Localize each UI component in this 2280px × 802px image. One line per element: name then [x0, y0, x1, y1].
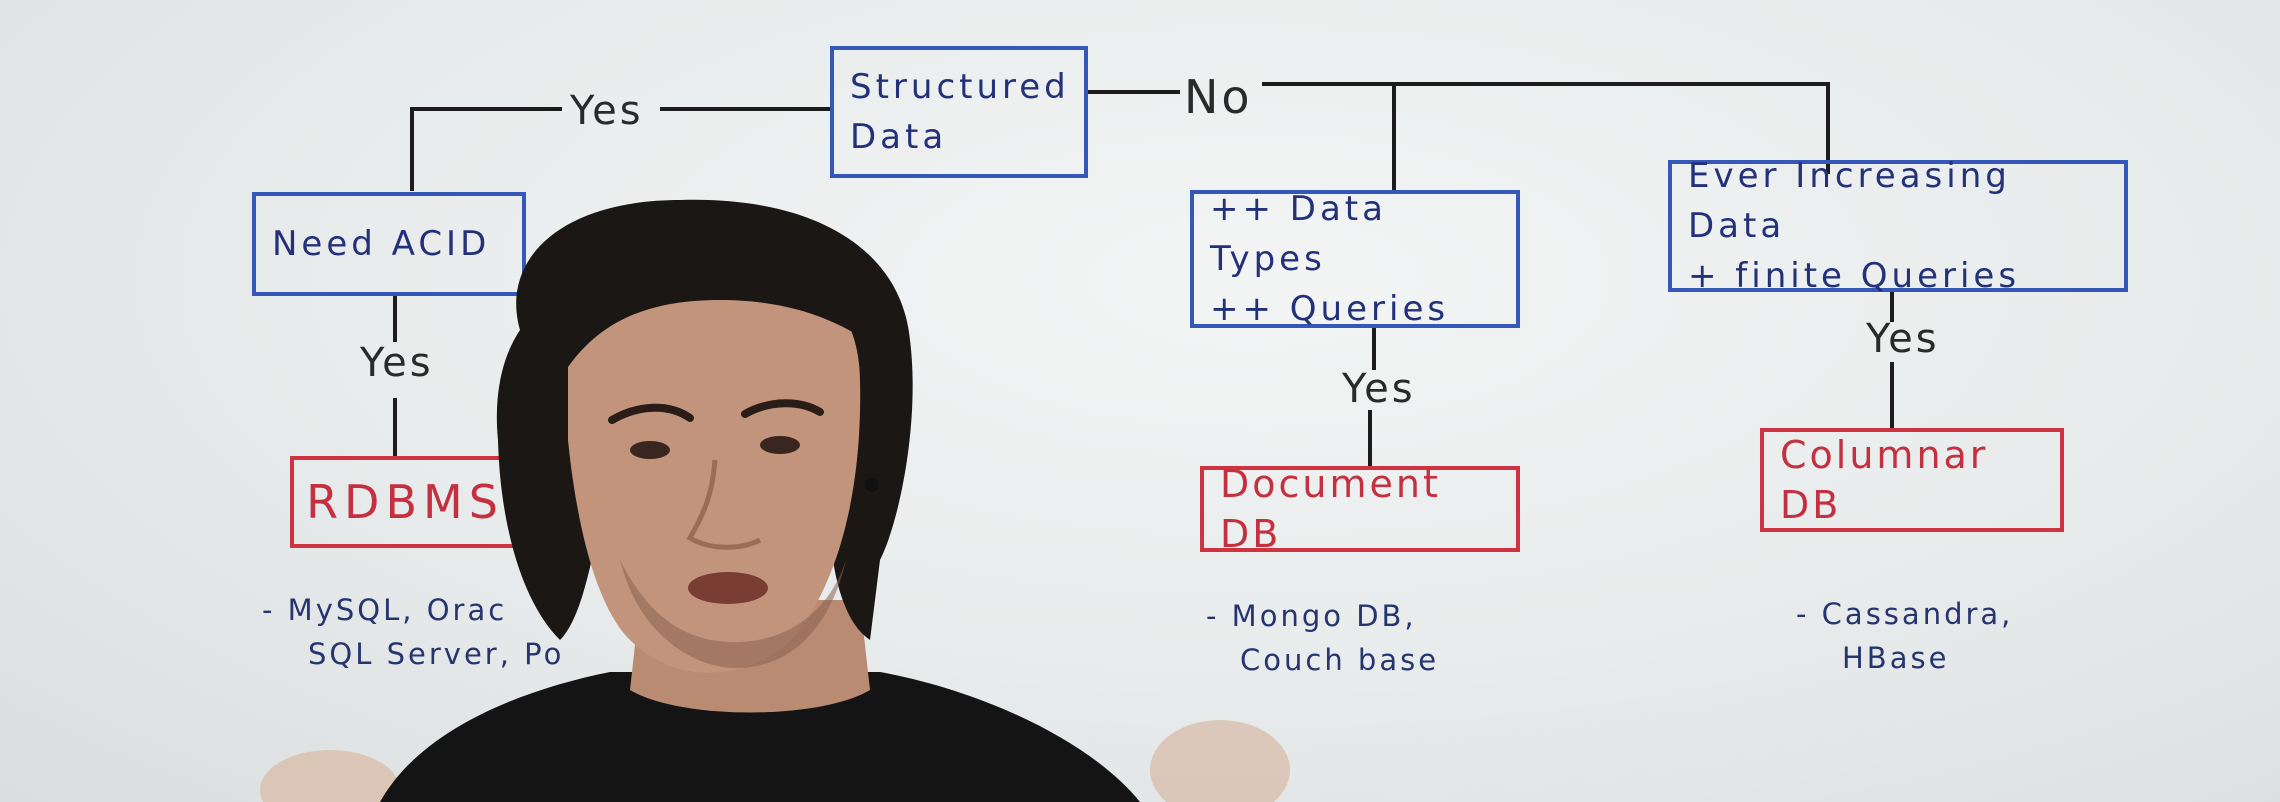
line-yes-left-vertical — [410, 107, 414, 191]
outcome-document-label: Document DB — [1220, 462, 1441, 556]
line-acid-to-rdbms-top — [393, 296, 397, 342]
presenter-nose — [686, 459, 762, 550]
examples-columnar-line2: HBase — [1842, 641, 1950, 675]
question-types-line1: ++ Data Types — [1210, 189, 1387, 279]
examples-rdbms: - MySQL, Orac SQL Server, Po — [262, 588, 564, 676]
line-types-to-document-bottom — [1368, 410, 1372, 466]
presenter-eye-right — [760, 436, 800, 454]
edge-label-yes-acid: Yes — [360, 340, 434, 386]
outcome-box-columnar-db: Columnar DB — [1760, 428, 2064, 532]
examples-document-db: - Mongo DB, Couch base — [1206, 594, 1439, 682]
blurred-hand-left — [260, 750, 400, 802]
presenter-fringe — [560, 240, 880, 370]
presenter-shirt — [380, 672, 1140, 802]
edge-label-yes-left: Yes — [570, 88, 644, 134]
line-acid-to-rdbms-bottom — [393, 398, 397, 456]
outcome-columnar-label: Columnar DB — [1780, 433, 1989, 527]
line-increasing-to-columnar-top — [1890, 290, 1894, 322]
presenter-beard-shadow — [620, 560, 846, 669]
presenter-brow-right — [741, 399, 824, 418]
question-increasing-line1: Ever Increasing Data — [1688, 156, 2011, 246]
question-box-increasing-data: Ever Increasing Data + finite Queries — [1668, 156, 2128, 296]
examples-columnar-line1: - Cassandra, — [1796, 597, 2014, 631]
examples-document-line2: Couch base — [1240, 643, 1440, 677]
presenter-brow-left — [608, 403, 694, 424]
examples-document-line1: - Mongo DB, — [1206, 599, 1417, 633]
line-to-increasing — [1826, 82, 1830, 174]
presenter-earpiece — [865, 478, 879, 492]
edge-label-yes-types: Yes — [1342, 366, 1416, 412]
line-yes-left-horizontal — [412, 107, 562, 111]
line-types-to-document-top — [1372, 326, 1376, 370]
question-box-data-types: ++ Data Types ++ Queries — [1190, 189, 1520, 329]
outcome-box-document-db: Document DB — [1200, 462, 1520, 556]
edge-label-no-right: No — [1184, 70, 1253, 124]
line-yes-left-horizontal-2 — [660, 107, 830, 111]
examples-columnar-db: - Cassandra, HBase — [1796, 592, 2013, 680]
edge-label-yes-increasing: Yes — [1866, 316, 1940, 362]
examples-rdbms-line1: - MySQL, Orac — [262, 593, 508, 627]
blurred-hand-right — [1150, 720, 1290, 802]
line-no-horizontal-2 — [1262, 82, 1830, 86]
line-to-types — [1392, 84, 1396, 192]
examples-rdbms-line2: SQL Server, Po — [308, 637, 565, 671]
question-increasing-line2: + finite Queries — [1688, 256, 2021, 296]
line-no-horizontal-1 — [1088, 90, 1180, 94]
root-question-line2: Data — [850, 117, 948, 157]
presenter-mouth — [688, 572, 768, 604]
root-question-line1: Structured — [850, 67, 1070, 107]
question-box-acid: Need ACID — [252, 192, 526, 296]
outcome-rdbms-label: RDBMS — [306, 475, 504, 529]
root-question-box: Structured Data — [830, 46, 1088, 178]
line-increasing-to-columnar-bottom — [1890, 362, 1894, 428]
question-acid-label: Need ACID — [272, 224, 491, 264]
presenter-eye-left — [630, 441, 670, 459]
question-types-line2: ++ Queries — [1210, 289, 1450, 329]
